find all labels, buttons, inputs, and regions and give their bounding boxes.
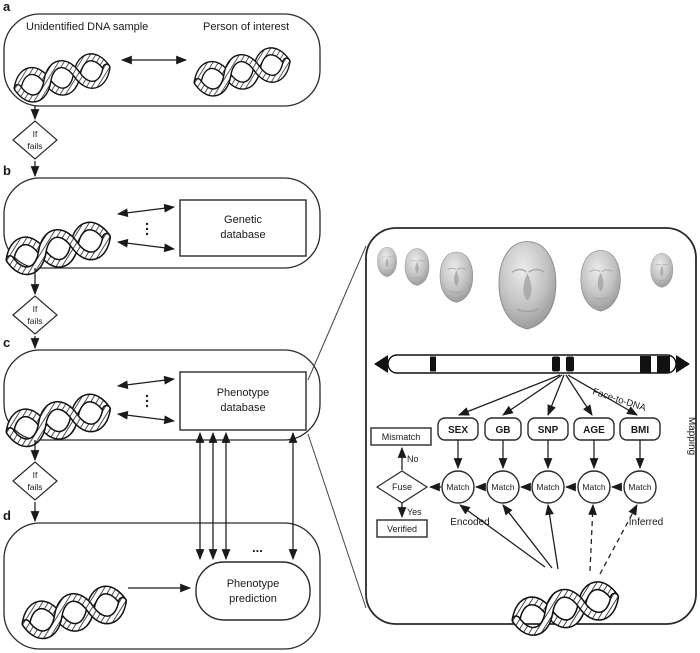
encoded-link [502, 504, 553, 569]
genetic-database-box [179, 199, 307, 257]
phenotype-prediction-text: prediction [229, 593, 277, 605]
inferred-link [599, 504, 638, 575]
panel-a-label: a [3, 0, 11, 14]
panel-d: d Phenotype prediction [3, 508, 321, 650]
panel-a: a Unidentified DNA sample Person of inte… [3, 0, 321, 107]
mapping-arrow [502, 374, 563, 416]
database-prediction-links: ... [195, 431, 298, 561]
phenotype-database-text: database [220, 402, 265, 414]
face-mesh [650, 253, 674, 288]
if-fails-text: If [33, 129, 38, 139]
fuse-text: Fuse [392, 482, 412, 492]
chromosome-highlight-band [552, 356, 560, 372]
if-fails-text: fails [27, 316, 42, 326]
encoded-label: Encoded [450, 517, 489, 528]
encoded-link [545, 503, 559, 570]
vertical-ellipsis-dot [145, 399, 149, 403]
vertical-ellipsis-dot [145, 222, 149, 226]
verified-text: Verified [387, 524, 417, 534]
chromosome-band [430, 356, 436, 372]
phenotype-prediction-box [195, 561, 311, 621]
if-fails-diamond: If fails [12, 440, 58, 523]
mapping-label: Mapping [686, 417, 697, 455]
trait-box-snp-text: SNP [538, 425, 559, 436]
match-circles: Match Match Match Match Match [441, 470, 657, 504]
if-fails-text: fails [27, 141, 42, 151]
chromosome-band [640, 356, 651, 373]
genetic-database-text: Genetic [224, 214, 262, 226]
chromosome-left-tip [374, 355, 388, 373]
trait-box-sex-text: SEX [448, 425, 468, 436]
if-fails-shape [12, 295, 58, 335]
if-fails-text: fails [27, 482, 42, 492]
yes-label: Yes [407, 507, 422, 517]
panel-c-label: c [3, 335, 10, 350]
query-arrow [116, 410, 176, 425]
match-text: Match [582, 482, 605, 492]
chromosome-ideogram [374, 354, 690, 374]
face-mesh [498, 240, 557, 330]
if-fails-shape [12, 120, 58, 160]
match-text: Match [536, 482, 559, 492]
panel-d-label: d [3, 508, 11, 523]
match-circle [441, 470, 475, 504]
panel-b-label: b [3, 163, 11, 178]
chromosome-band [657, 356, 670, 373]
trait-box-gb-text: GB [496, 425, 511, 436]
match-circle [486, 470, 520, 504]
face-mesh [439, 251, 474, 303]
vertical-ellipsis-dot [145, 227, 149, 231]
mapping-arrow [565, 374, 593, 416]
phenotype-prediction-text: Phenotype [227, 578, 280, 590]
inferred-link [588, 503, 597, 572]
trait-boxes: SEX GB SNP AGE BMI [437, 417, 661, 441]
fuse-decision: Mismatch No Fuse Yes Verified [370, 427, 432, 538]
if-fails-text: If [33, 470, 38, 480]
query-arrow [116, 375, 176, 390]
query-arrow [116, 238, 176, 253]
match-text: Match [628, 482, 651, 492]
match-text: Match [491, 482, 514, 492]
unidentified-dna-title: Unidentified DNA sample [26, 21, 148, 33]
vertical-ellipsis-dot [145, 394, 149, 398]
trait-box-bmi-text: BMI [631, 425, 650, 436]
phenotype-database-box [179, 371, 307, 431]
inset-connector-line [307, 245, 367, 381]
mapping-arrow [547, 374, 565, 417]
encoded-link [459, 504, 546, 568]
mapping-arrow [567, 374, 638, 416]
vertical-ellipsis-dot [145, 232, 149, 236]
chromosome-right-tip [676, 355, 690, 373]
face-mesh [580, 249, 621, 312]
inset-connector-line [307, 433, 367, 609]
if-fails-text: If [33, 304, 38, 314]
match-circle [577, 470, 611, 504]
trait-box-age-text: AGE [583, 425, 605, 436]
panel-c: c Phenotype database [3, 335, 321, 446]
if-fails-diamond: If fails [12, 106, 58, 178]
ellipsis-text: ... [252, 540, 263, 555]
match-circle [623, 470, 657, 504]
phenotype-database-text: Phenotype [217, 387, 270, 399]
face-mesh [404, 248, 430, 286]
match-text: Match [446, 482, 469, 492]
face-mesh [377, 246, 397, 278]
query-arrow [116, 203, 176, 218]
inset-panel: Face-to-DNA Mapping SEX GB SNP AGE BMI M… [365, 227, 697, 635]
fuse-diamond [375, 470, 429, 504]
person-of-interest-title: Person of interest [203, 21, 289, 33]
panel-b: b Genetic database [3, 163, 321, 274]
mismatch-box [370, 427, 432, 446]
verified-box [376, 519, 428, 538]
match-circle [531, 470, 565, 504]
mapping-arrow [457, 374, 561, 416]
if-fails-shape [12, 461, 58, 501]
mismatch-text: Mismatch [382, 432, 421, 442]
vertical-ellipsis-dot [145, 404, 149, 408]
chromosome-highlight-band [566, 356, 574, 372]
no-label: No [407, 454, 419, 464]
genetic-database-text: database [220, 229, 265, 241]
inferred-label: Inferred [629, 517, 663, 528]
if-fails-diamond: If fails [12, 268, 58, 350]
